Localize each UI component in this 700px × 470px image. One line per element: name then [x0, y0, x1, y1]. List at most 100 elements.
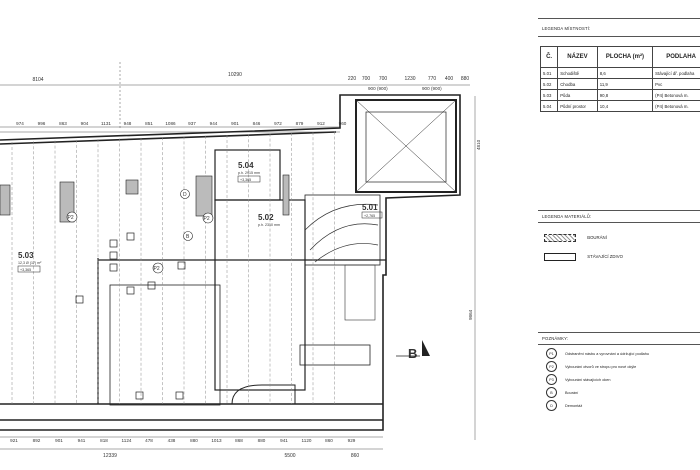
table-row: 5.03 Půda 90,8 (P4) Betonová m.: [539, 89, 700, 101]
note-p2: P2 Vybourání otvorů ve stropu pro nové o…: [546, 361, 636, 372]
notes-rule: [538, 344, 700, 345]
hatch-block: [0, 184, 11, 216]
svg-text:+2,765: +2,765: [364, 214, 375, 218]
material-existing-wall: STÁVAJÍCÍ ZDIVO: [544, 253, 623, 261]
top-dim-label: 996: [38, 121, 46, 126]
bottom-total-label: 860: [351, 453, 360, 459]
opening-square: [126, 232, 135, 241]
opening-square: [109, 239, 118, 248]
top-dim-label: 851: [145, 121, 153, 126]
top-dim-sub-2: 900 (900): [422, 86, 442, 91]
materials-legend-title: LEGENDA MATERIÁLŮ:: [542, 214, 592, 219]
p2-symbol-icon: P2: [546, 361, 557, 372]
opening-square: [126, 286, 135, 295]
room-5-03: 5.03 12,3 Ø (17) m² +3,365: [17, 251, 42, 273]
bottom-dim-label: 941: [78, 438, 86, 443]
hatch-block: [195, 175, 213, 217]
legend-top-rule: [538, 18, 700, 19]
svg-text:5.01: 5.01: [362, 203, 378, 212]
svg-text:P2: P2: [154, 266, 160, 272]
opening-square: [135, 391, 144, 400]
rooms-legend-header: Č. NÁZEV PLOCHA (m²) PODLAHA: [539, 46, 700, 68]
top-dim-label: 1131: [101, 121, 111, 126]
stair-arcs: [304, 204, 379, 321]
bottom-dim-label: 1124: [122, 438, 132, 443]
outline-swatch-icon: [544, 253, 576, 261]
main-walls: [0, 94, 461, 431]
top-dim-outer-label: 1230: [404, 76, 415, 82]
right-dim-2: 9864: [468, 309, 473, 320]
rooms-legend-table: Č. NÁZEV PLOCHA (m²) PODLAHA 5.01 Schodi…: [539, 46, 700, 112]
svg-text:5.03: 5.03: [18, 251, 34, 260]
p3-symbol-icon: P3: [546, 374, 557, 385]
top-dim-outer-label: 220: [348, 76, 357, 82]
top-dim-label: 904: [81, 121, 89, 126]
room-5-04: 5.04 p.h. 2915 mm +3,365: [237, 161, 261, 183]
svg-text:+3,365: +3,365: [240, 178, 251, 182]
svg-text:5.02: 5.02: [258, 213, 274, 222]
bottom-dim-label: 1120: [302, 438, 312, 443]
svg-text:p.h. 2915 mm: p.h. 2915 mm: [238, 171, 260, 175]
svg-text:5.04: 5.04: [238, 161, 254, 170]
bottom-dim-label: 818: [100, 438, 108, 443]
bottom-dim-label: 438: [168, 438, 176, 443]
top-dim-outer-label: 770: [428, 76, 437, 82]
hatch-block: [282, 174, 290, 216]
top-dim-outer-label: 880: [461, 76, 470, 82]
right-dim-1: 4810: [476, 139, 481, 150]
bottom-dim-label: 892: [33, 438, 41, 443]
marker-p2-a: P2: [66, 211, 78, 223]
note-d: D Demontáž: [546, 400, 582, 411]
svg-text:P2: P2: [204, 216, 210, 222]
marker-b: B: [183, 231, 193, 241]
table-row: 5.04 Půdní prostor 10,4 (P4) Betonová m.: [539, 100, 700, 112]
room-5-02: 5.02 p.h. 2310 mm: [258, 213, 280, 227]
svg-text:B: B: [408, 346, 417, 361]
room-5-01: 5.01 +2,765: [361, 203, 383, 219]
notes-legend-title: POZNÁMKY:: [542, 336, 569, 341]
top-dim-label: 901: [231, 121, 239, 126]
opening-square: [109, 263, 118, 272]
top-dim-label: 948: [124, 121, 132, 126]
svg-text:+3,365: +3,365: [20, 268, 31, 272]
top-dim-label: 937: [188, 121, 196, 126]
table-row: 5.01 Schodiště 8,6 Stávající dř. podlaha: [539, 67, 700, 79]
notes-rule-top: [538, 332, 700, 333]
opening-square: [147, 281, 156, 290]
top-dim-outer-label: 400: [445, 76, 454, 82]
roof-rafters: [11, 131, 335, 404]
opening-square: [75, 295, 84, 304]
bottom-dim-label: 478: [145, 438, 153, 443]
hatch-swatch-icon: [544, 234, 576, 242]
bottom-dim-label: 901: [55, 438, 63, 443]
materials-rule: [538, 222, 700, 223]
rooms-legend-rule: [538, 36, 700, 37]
top-dim-outer-label: 700: [362, 76, 371, 82]
table-row: 5.02 Chodba 11,9 Pvc: [539, 78, 700, 90]
col-name: NÁZEV: [557, 46, 598, 68]
svg-text:D: D: [183, 192, 187, 198]
top-dim-label: 972: [274, 121, 282, 126]
top-dimension-lines: [0, 62, 470, 133]
col-floor: PODLAHA: [652, 46, 700, 68]
bottom-dim-label: 860: [325, 438, 333, 443]
top-dim-label: 944: [210, 121, 218, 126]
hatch-block: [125, 179, 139, 195]
top-dim-label: 863: [59, 121, 67, 126]
bottom-dim-label: 921: [10, 438, 18, 443]
top-dim-label: 846: [253, 121, 261, 126]
p1-symbol-icon: P1: [546, 348, 557, 359]
svg-text:12,3 Ø (17) m²: 12,3 Ø (17) m²: [18, 261, 42, 265]
materials-rule-top: [538, 210, 700, 211]
top-dim-label: 1086: [165, 121, 176, 126]
b-symbol-icon: B: [546, 387, 557, 398]
top-dim-outer-label: 8104: [32, 77, 43, 83]
bottom-dim-label: 880: [258, 438, 266, 443]
top-dim-label: 960: [339, 121, 347, 126]
svg-text:P2: P2: [68, 215, 74, 221]
